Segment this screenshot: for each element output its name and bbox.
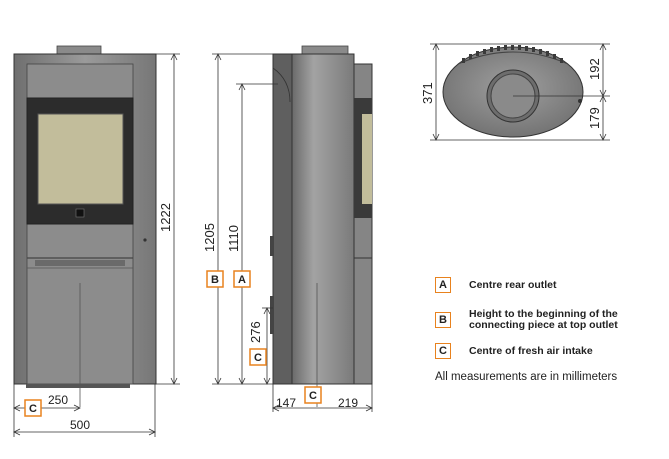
front-view	[13, 45, 157, 407]
front-knob	[143, 238, 147, 242]
top-view	[442, 45, 584, 138]
badge-a-side: A	[238, 274, 246, 286]
legend-item-b: B Height to the beginning of the connect…	[435, 309, 629, 331]
top-grille	[457, 51, 569, 65]
door-handle	[75, 208, 85, 218]
total-height-dimension	[156, 53, 180, 385]
legend-item-c: C Centre of fresh air intake	[435, 343, 629, 359]
legend-badge-c: C	[435, 343, 451, 359]
outlet-height-dimensions	[212, 53, 278, 385]
side-rear-slot	[270, 236, 274, 256]
badge-b-side: B	[211, 274, 219, 286]
rear-outlet-height-label: 1110	[226, 225, 241, 252]
side-offset-label: 147	[276, 396, 296, 410]
measurement-note: All measurements are in millimeters	[435, 371, 618, 383]
width-label: 500	[70, 418, 90, 432]
front-ash-slot	[35, 260, 125, 266]
legend-badge-a: A	[435, 277, 451, 293]
legend-text-b: Height to the beginning of the connectin…	[469, 308, 618, 331]
side-rear-panel	[272, 53, 293, 385]
top-front-label: 192	[587, 58, 602, 80]
side-view	[270, 45, 373, 407]
top-knob	[578, 99, 582, 103]
legend-text-a: Centre rear outlet	[469, 278, 557, 291]
badge-b-side-box	[206, 270, 224, 288]
legend-badge-b: B	[435, 312, 451, 328]
front-glass	[37, 113, 124, 205]
legend-text-c: Centre of fresh air intake	[469, 344, 593, 357]
front-offset-label: 250	[48, 393, 68, 407]
side-rear-curve	[272, 67, 291, 103]
side-rear-inlet	[270, 296, 274, 334]
side-depth-label: 219	[338, 396, 358, 410]
top-depth-label: 371	[420, 82, 435, 104]
badge-c-side: C	[254, 352, 262, 364]
badge-a-side-box	[233, 270, 251, 288]
top-grille-holes	[462, 45, 563, 63]
front-top-collar	[56, 45, 102, 55]
top-view-dimensions	[430, 43, 610, 141]
front-foot	[26, 384, 130, 388]
side-depth-dimensions	[272, 384, 373, 412]
total-height-label: 1222	[158, 203, 173, 232]
badge-c-bottom: C	[309, 390, 317, 402]
top-outlet-height-label: 1205	[202, 223, 217, 252]
badge-c-front: C	[29, 403, 37, 415]
badge-c-front-box	[24, 399, 42, 417]
badge-c-side-box	[249, 348, 267, 366]
side-glass	[362, 114, 372, 204]
side-top-collar	[301, 45, 349, 55]
badge-c-bottom-box	[304, 386, 322, 404]
side-cylinder	[291, 53, 355, 385]
legend-item-a: A Centre rear outlet	[435, 277, 629, 293]
fresh-air-height-label: 276	[248, 321, 263, 343]
top-rear-label: 179	[587, 107, 602, 129]
